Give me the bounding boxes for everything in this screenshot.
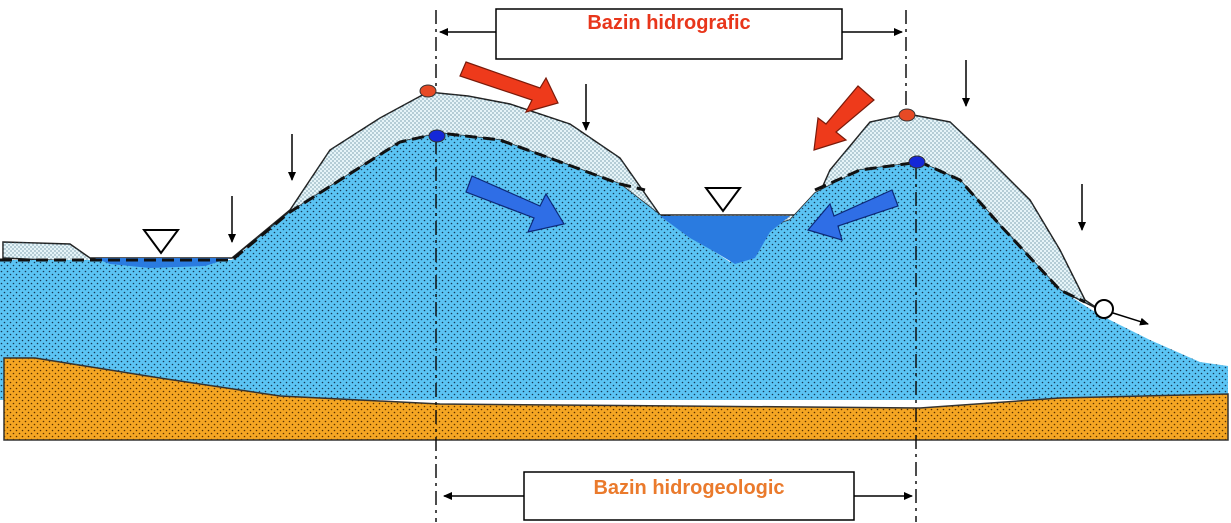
water-level-markers	[142, 187, 742, 255]
surface-flow-arrow-left	[459, 61, 559, 113]
spring-outlet	[1094, 299, 1149, 326]
groundwater-divide-right-icon	[908, 155, 926, 169]
groundwater-flow-arrow-left	[465, 175, 565, 233]
hydrographic-basin-label: Bazin hidrografic	[587, 12, 750, 34]
surface-divide-left-icon	[419, 84, 437, 98]
hydrogeologic-basin-annotation: Bazin hidrogeologic	[443, 471, 913, 521]
hydrographic-basin-annotation: Bazin hidrografic	[439, 8, 903, 60]
surface-flow-arrows	[459, 61, 875, 151]
surface-divide-right-icon	[898, 108, 916, 122]
divide-markers	[419, 84, 926, 169]
aquifer-base-layer	[3, 357, 1229, 441]
groundwater-divide-left-icon	[428, 129, 446, 143]
precipitation-arrows	[228, 60, 1086, 243]
surface-flow-arrow-right	[813, 85, 875, 151]
groundwater-flow-arrows	[465, 175, 899, 241]
water-table-line	[0, 131, 1086, 304]
central-river	[660, 216, 790, 264]
groundwater-zone	[0, 133, 1228, 400]
basin-boundary-lines	[435, 10, 917, 522]
water-level-triangle-icon	[704, 187, 742, 213]
spring-outlet-icon	[1094, 299, 1114, 319]
water-level-triangle-icon	[142, 229, 180, 255]
groundwater-flow-arrow-right	[806, 189, 899, 241]
hydrogeologic-basin-label: Bazin hidrogeologic	[593, 477, 784, 499]
